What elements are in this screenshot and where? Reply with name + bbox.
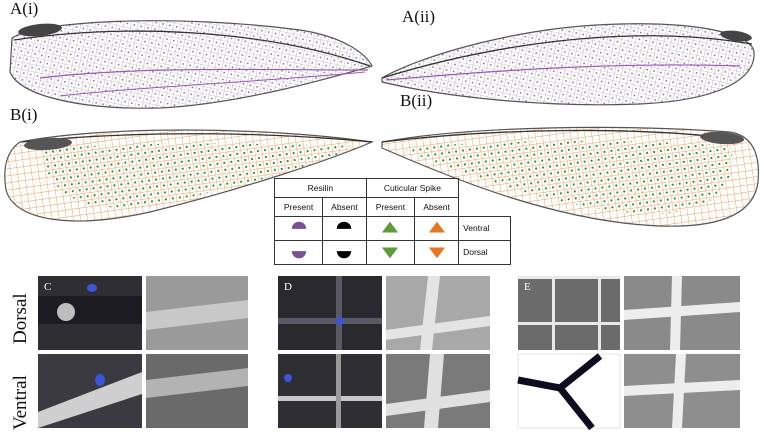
legend-table: Resilin Cuticular Spike Present Absent P… xyxy=(273,178,511,266)
resilin-present-dorsal-icon xyxy=(273,239,324,266)
panel-d: D xyxy=(278,276,490,428)
wing-b-ii xyxy=(381,126,760,227)
panel-label-d: D xyxy=(284,281,292,293)
legend-row-ventral: Ventral xyxy=(458,215,511,241)
legend-header-resilin: Resilin xyxy=(274,178,367,198)
wing-a-ii xyxy=(381,23,755,106)
panel-label-c: C xyxy=(44,281,51,293)
panel-label-a-i: A(i) xyxy=(10,0,38,18)
side-label-ventral: Ventral xyxy=(10,375,31,430)
panel-label-b-ii: B(ii) xyxy=(400,91,432,110)
panel-label-b-i: B(i) xyxy=(10,105,37,124)
micrograph-e-ventral-fluorescence xyxy=(517,353,621,429)
legend-spike-present: Present xyxy=(365,196,416,217)
spike-absent-dorsal-icon xyxy=(414,239,460,266)
spike-present-dorsal-icon xyxy=(365,239,416,266)
legend-resilin-absent: Absent xyxy=(322,196,367,217)
wing-a-i xyxy=(9,20,373,109)
legend-spike-absent: Absent xyxy=(414,196,460,217)
legend-row-dorsal: Dorsal xyxy=(458,239,511,266)
panel-e: E xyxy=(517,276,740,431)
micrograph-d-dorsal-fluorescence xyxy=(278,276,382,350)
spike-present-ventral-icon xyxy=(365,215,416,241)
resilin-absent-ventral-icon xyxy=(322,215,367,241)
resilin-present-ventral-icon xyxy=(273,215,324,241)
side-label-dorsal: Dorsal xyxy=(10,293,31,344)
wing-b-i xyxy=(4,129,375,222)
micrograph-e-dorsal-fluorescence xyxy=(518,276,620,350)
panel-c: C xyxy=(38,276,248,428)
panel-label-e: E xyxy=(524,281,531,293)
panel-label-a-ii: A(ii) xyxy=(402,7,435,26)
micrograph-d-ventral-fluorescence xyxy=(278,354,382,428)
legend-resilin-present: Present xyxy=(273,196,324,217)
legend-header-spike: Cuticular Spike xyxy=(365,178,460,198)
spike-absent-ventral-icon xyxy=(414,215,460,241)
resilin-absent-dorsal-icon xyxy=(322,239,367,266)
